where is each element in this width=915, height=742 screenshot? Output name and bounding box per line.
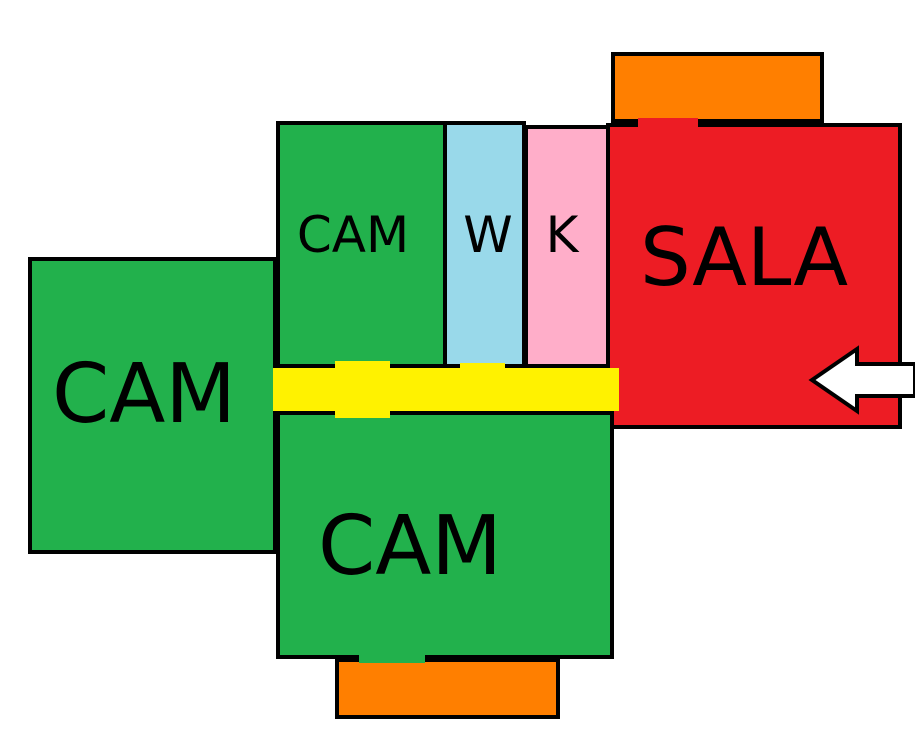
label-bedroom-top: CAM [297,206,409,264]
label-bedroom-bottom: CAM [318,499,502,594]
room-bedroom-bottom [276,411,614,659]
door-bedroom-balcony [359,653,425,663]
balcony-top [611,52,824,123]
arrow-left-icon [808,345,915,415]
door-living-top [638,118,698,130]
room-bedroom-top [276,121,447,368]
label-bathroom: W [463,206,512,264]
label-bedroom-left: CAM [52,347,236,442]
corridor [273,368,619,411]
label-kitchen: K [546,206,580,264]
door-corridor-bedrooms [335,361,390,418]
room-bedroom-left [28,257,277,554]
label-living: SALA [640,211,848,304]
room-kitchen [524,125,610,368]
door-corridor-bathroom [460,363,505,371]
balcony-bottom [335,658,560,719]
